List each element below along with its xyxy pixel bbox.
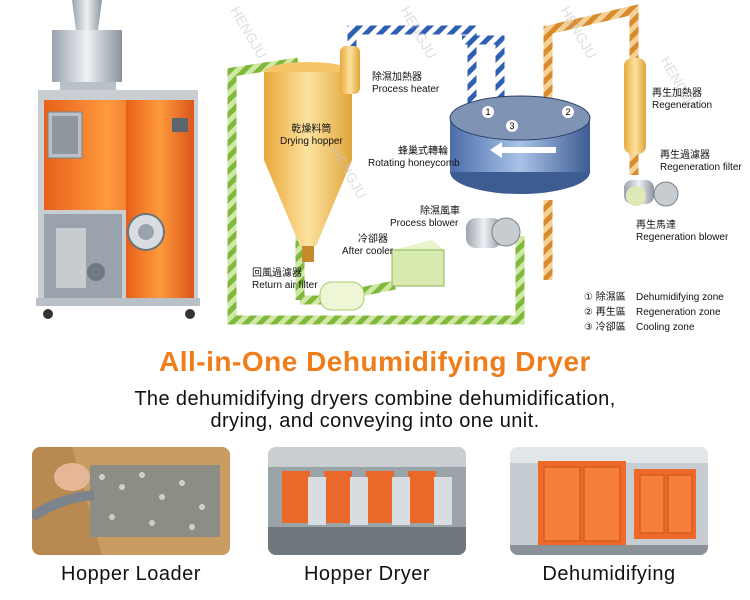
drying-hopper (264, 62, 352, 262)
label-regeneration: 再生加熱器 Regeneration (652, 88, 713, 111)
svg-text:HENGJU: HENGJU (557, 4, 600, 62)
dryer-machine-illustration (36, 0, 200, 319)
label-regeneration-filter: 再生過濾器 Regeneration filter (660, 150, 742, 173)
zone-legend: ① 除濕區 Dehumidifying zone ② 再生區 Regenerat… (584, 290, 724, 335)
headline: All-in-One Dehumidifying Dryer (159, 346, 591, 377)
label-process-blower: 除濕風車 Process blower (390, 206, 460, 229)
legend-row: ② 再生區 Regeneration zone (584, 307, 721, 318)
subtitle-line-1: The dehumidifying dryers combine dehumid… (134, 388, 616, 410)
product-photo-hopper-loader (32, 447, 230, 555)
subtitle-line-2: drying, and conveying into one unit. (210, 410, 540, 432)
process-air-pipe (347, 25, 505, 112)
process-heater (340, 46, 360, 94)
caption-hopper-dryer: Hopper Dryer (303, 563, 431, 585)
caption-dehumidifying: Dehumidifying (542, 563, 676, 585)
label-rotating-honeycomb: 蜂巢式轉輪 Rotating honeycomb (368, 146, 460, 169)
label-regeneration-blower: 再生馬達 Regeneration blower (636, 220, 729, 243)
wheel-zone-markers: 1 3 2 (482, 106, 574, 132)
subtitle: The dehumidifying dryers combine dehumid… (0, 388, 750, 432)
return-air-filter (319, 281, 365, 311)
product-photo-hopper-dryer (268, 447, 466, 555)
label-return-air-filter: 回風過濾器 Return air filter (252, 268, 318, 291)
wheel-marker-2: 2 (565, 107, 570, 117)
svg-text:HENGJU: HENGJU (227, 4, 270, 62)
wheel-marker-1: 1 (485, 107, 490, 117)
dryer-system-diagram: 1 3 2 HENGJU HENGJU HENGJU HENGJU HENGJU (36, 0, 700, 325)
product-photo-dehumidifying (510, 447, 708, 555)
process-blower (466, 217, 521, 248)
regeneration-blower (624, 180, 679, 207)
regeneration-pipe (543, 4, 639, 280)
regeneration-heater (624, 58, 646, 154)
legend-row: ① 除濕區 Dehumidifying zone (584, 292, 724, 303)
wheel-marker-3: 3 (509, 121, 514, 131)
label-process-heater: 除濕加熱器 Process heater (372, 72, 440, 95)
legend-row: ③ 冷卻區 Cooling zone (584, 322, 695, 333)
after-cooler (391, 240, 445, 287)
label-drying-hopper: 乾燥料筒 Drying hopper (280, 124, 343, 147)
caption-hopper-loader: Hopper Loader (61, 563, 201, 585)
label-after-cooler: 冷卻器 After cooler (342, 234, 394, 257)
